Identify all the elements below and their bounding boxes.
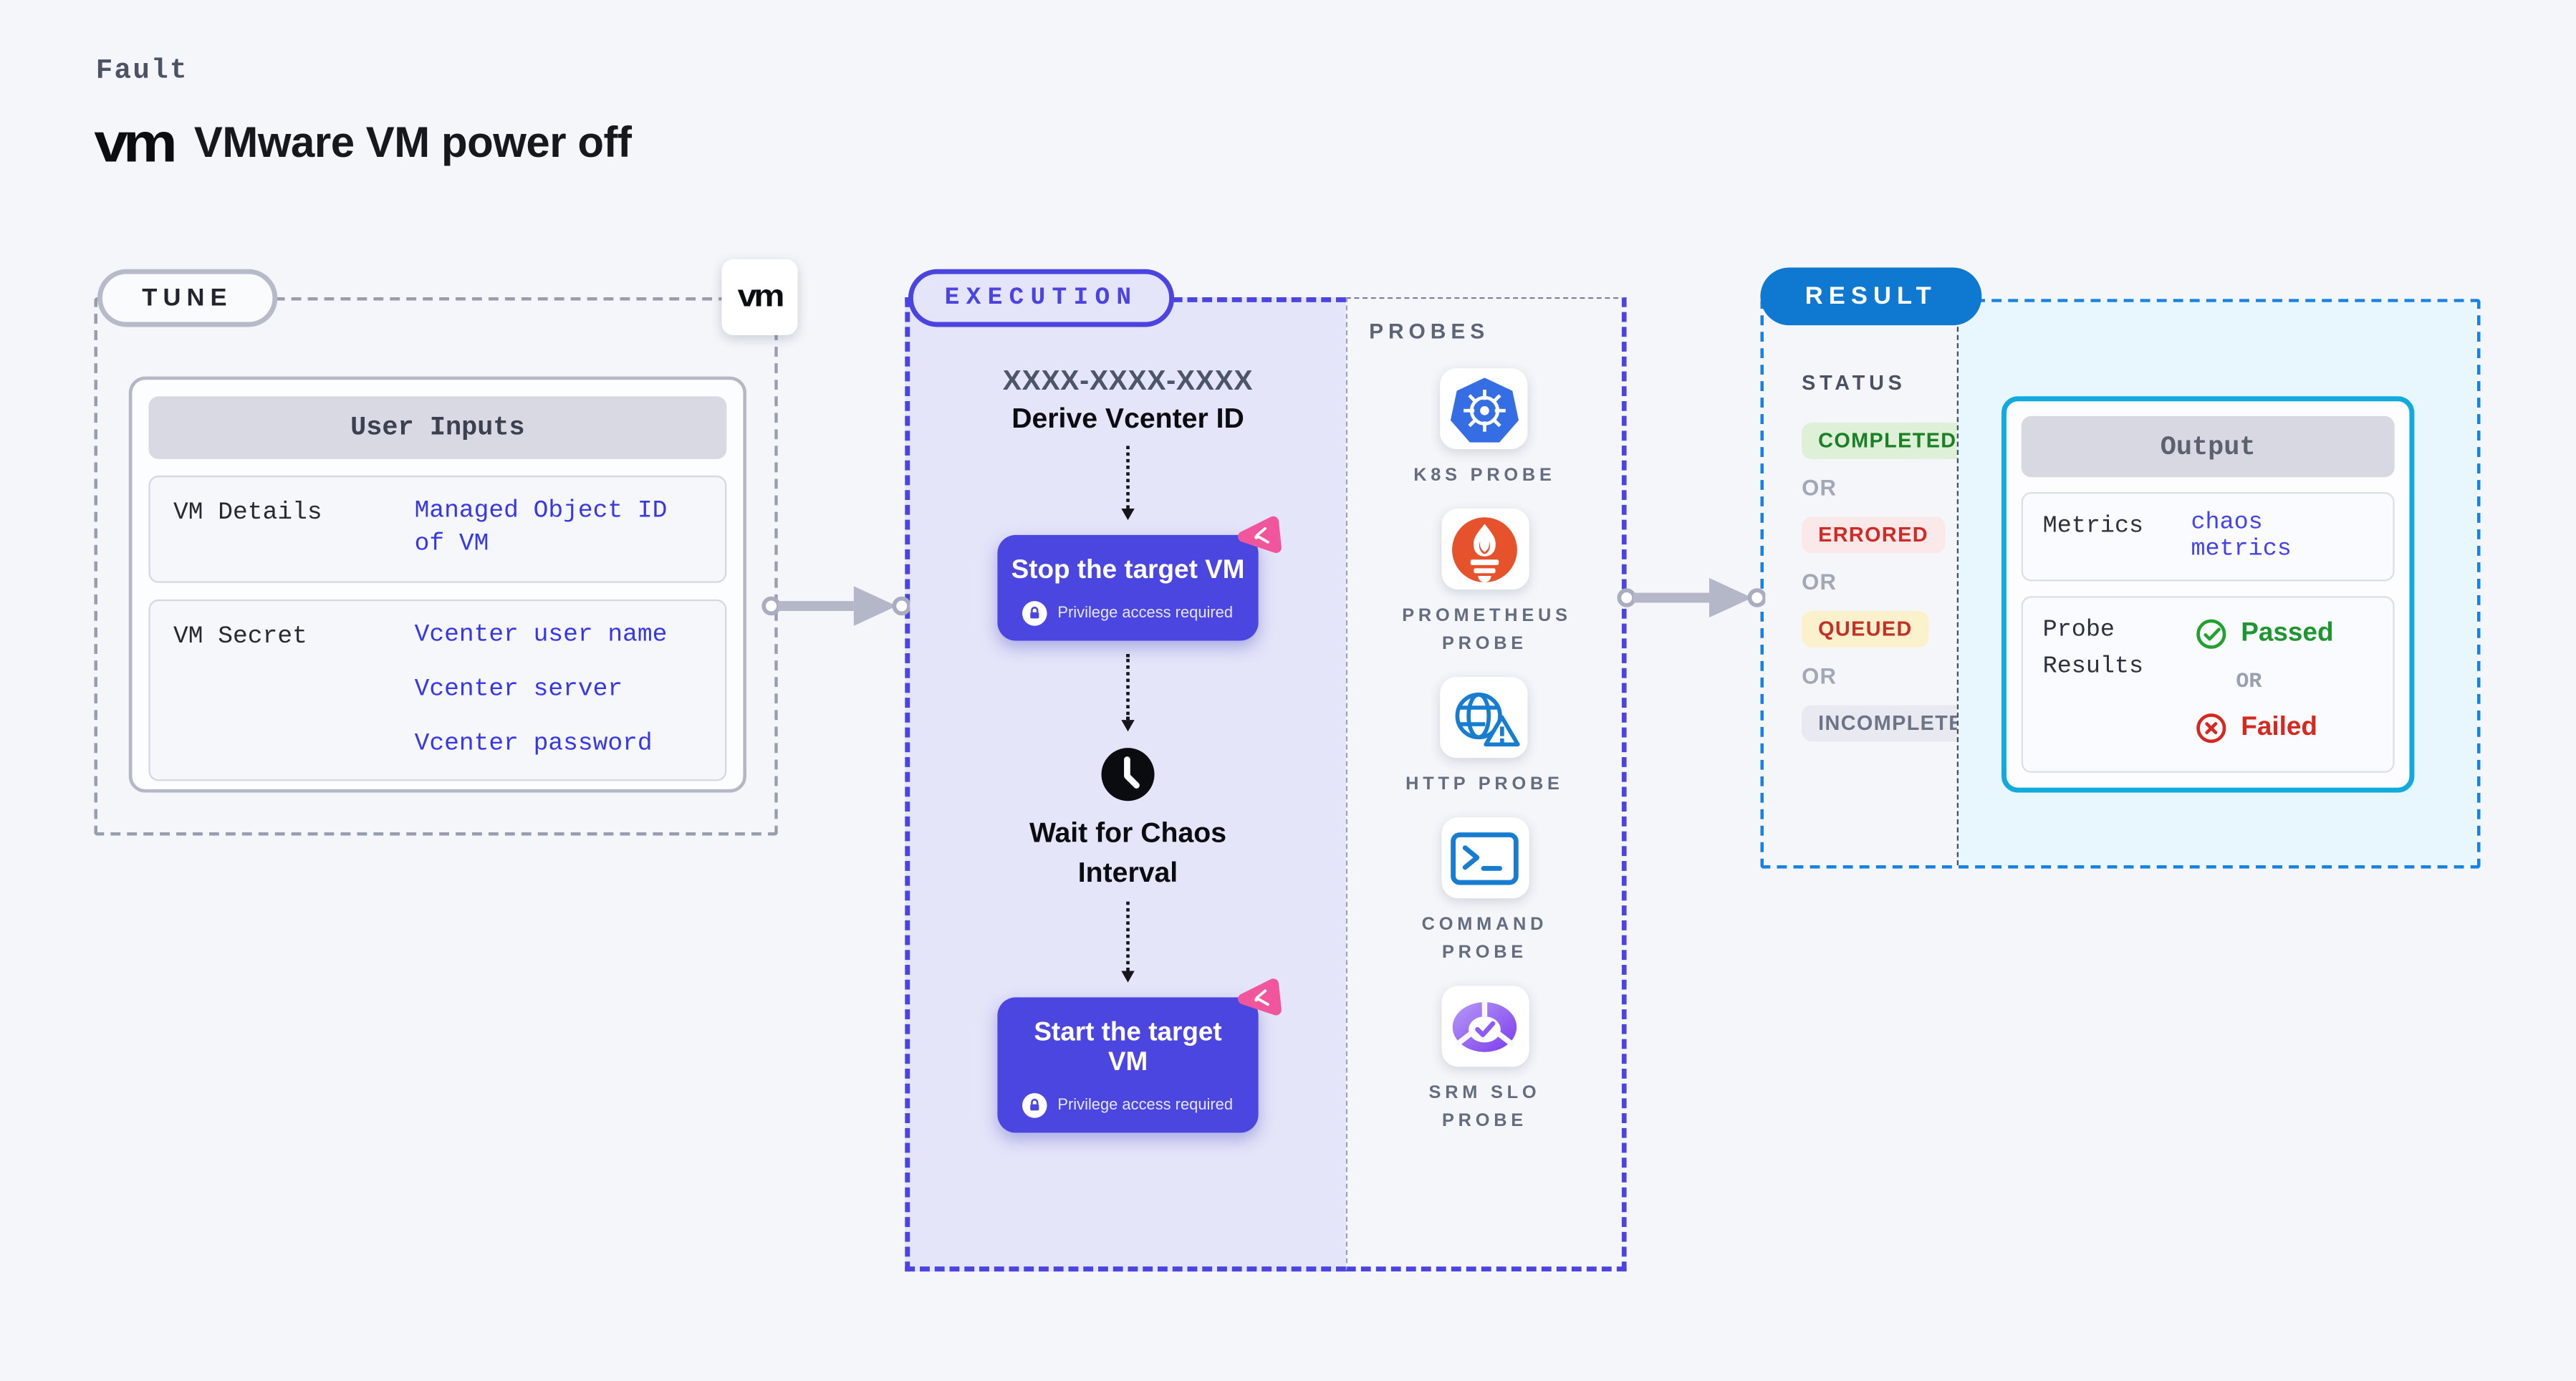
probe-item: HTTP PROBE [1405, 677, 1564, 799]
probe-item: K8S PROBE [1413, 368, 1555, 491]
probes-panel: PROBES K8S PROBE [1345, 297, 1627, 1272]
tune-to-execution-arrow [761, 586, 910, 626]
prometheus-icon [1452, 516, 1517, 582]
lock-icon [1022, 1092, 1048, 1117]
tune-pill: TUNE [97, 269, 277, 327]
or-label: OR [1802, 475, 1837, 501]
x-circle-icon [2196, 713, 2226, 744]
result-pill: RESULT [1760, 267, 1982, 326]
probe-card [1441, 677, 1529, 759]
flow-connector [1121, 653, 1135, 738]
derive-id-code: XXXX-XXXX-XXXX [1002, 365, 1254, 397]
table-row-vm-details: VM Details Managed Object ID of VM [148, 475, 727, 582]
probe-list: K8S PROBE PROMETHEUS PROBE [1402, 368, 1567, 1137]
arrow-down-icon [1121, 970, 1135, 988]
vmware-logo-small: vm [737, 279, 785, 314]
probe-results-values: Passed OR Failed [2195, 615, 2334, 755]
arrow-down-icon [1121, 720, 1135, 738]
metrics-row: Metrics chaos metrics [2021, 491, 2395, 582]
execution-pill: EXECUTION [908, 269, 1175, 327]
derive-id-label: Derive Vcenter ID [1011, 403, 1244, 435]
start-target-vm-node: Start the target VM Privilege access req… [997, 978, 1282, 1132]
row-value: Vcenter server [414, 675, 623, 703]
row-value: Managed Object ID of VM [414, 496, 668, 559]
status-badge-completed: COMPLETED [1802, 423, 1974, 459]
probe-item: COMMAND PROBE [1402, 817, 1567, 968]
probe-label: SRM SLO PROBE [1428, 1083, 1541, 1132]
vmware-logo-card: vm [721, 259, 798, 335]
passed-label: Passed [2241, 619, 2334, 648]
user-inputs-header: User Inputs [148, 396, 727, 459]
or-label: OR [1802, 663, 1837, 689]
status-header: STATUS [1802, 371, 1906, 395]
execution-flow-panel: XXXX-XXXX-XXXX Derive Vcenter ID Stop th… [905, 297, 1346, 1272]
probe-item: SRM SLO PROBE [1402, 986, 1567, 1137]
row-values: Managed Object ID of VM [415, 496, 702, 562]
status-column: STATUS COMPLETED OR ERRORED OR QUEUED OR… [1764, 302, 1996, 865]
privilege-badge: Privilege access required [1011, 601, 1245, 626]
failed-label: Failed [2241, 713, 2317, 742]
privilege-badge-label: Privilege access required [1057, 1095, 1234, 1115]
probe-results-row: Probe Results Passed OR [2021, 596, 2395, 773]
clock-icon [1101, 748, 1155, 802]
terminal-icon [1451, 832, 1519, 885]
probe-card [1441, 368, 1529, 450]
result-section-box: STATUS COMPLETED OR ERRORED OR QUEUED OR… [1760, 299, 2481, 869]
tune-section-box [94, 297, 778, 836]
arrow-down-icon [1121, 509, 1135, 526]
failed-item: Failed [2195, 712, 2334, 745]
privilege-badge-label: Privilege access required [1057, 604, 1234, 623]
probe-label: K8S PROBE [1413, 466, 1556, 486]
output-card: Output Metrics chaos metrics Probe Resul… [2001, 396, 2415, 793]
output-header: Output [2021, 415, 2395, 478]
passed-item: Passed [2195, 617, 2334, 650]
probe-item: PROMETHEUS PROBE [1402, 509, 1567, 659]
or-label: OR [1802, 569, 1837, 595]
flow-connector [1121, 900, 1135, 988]
result-output-area: Output Metrics chaos metrics Probe Resul… [1956, 302, 2477, 865]
probes-header: PROBES [1369, 318, 1490, 344]
probe-card [1441, 817, 1529, 899]
wait-chaos-interval-label: Wait for Chaos Interval [1029, 817, 1227, 888]
execution-to-result-arrow [1617, 577, 1766, 618]
litmus-chaos-icon [1238, 978, 1282, 1015]
row-label: VM Details [173, 499, 322, 527]
vmware-logo: vm [94, 112, 177, 173]
metrics-value: chaos metrics [2191, 510, 2292, 564]
row-label: VM Secret [173, 621, 307, 650]
probe-card [1441, 509, 1529, 590]
page-header: vm VMware VM power off [94, 112, 632, 173]
status-badge-queued: QUEUED [1802, 610, 1929, 648]
stop-target-vm-node: Stop the target VM Privilege access requ… [997, 516, 1282, 641]
lock-icon [1022, 601, 1048, 626]
table-row-vm-secret: VM Secret Vcenter user name Vcenter serv… [148, 598, 727, 781]
flow-connector [1121, 446, 1135, 526]
metrics-label: Metrics [2042, 513, 2144, 540]
status-badge-errored: ERRORED [1802, 516, 1945, 554]
slo-donut-icon [1452, 999, 1517, 1052]
user-inputs-card: User Inputs VM Details Managed Object ID… [128, 376, 746, 793]
fault-kicker: Fault [95, 56, 188, 88]
probe-label: COMMAND PROBE [1421, 915, 1548, 963]
or-label: OR [2236, 668, 2262, 694]
page-title: VMware VM power off [193, 117, 632, 167]
probe-label: HTTP PROBE [1405, 774, 1564, 795]
privilege-badge: Privilege access required [1011, 1092, 1245, 1117]
check-circle-icon [2196, 619, 2226, 649]
litmus-chaos-icon [1238, 516, 1282, 554]
globe-alert-icon [1455, 692, 1520, 746]
probe-label: PROMETHEUS PROBE [1402, 606, 1572, 655]
probe-results-label: Probe Results [2042, 617, 2144, 680]
row-value: Vcenter password [414, 729, 653, 759]
row-values: Vcenter user name Vcenter server Vcenter… [415, 618, 702, 761]
start-vm-label: Start the target VM [1034, 1018, 1222, 1077]
execution-section-box: XXXX-XXXX-XXXX Derive Vcenter ID Stop th… [905, 297, 1627, 1272]
row-value: Vcenter user name [414, 620, 668, 648]
probe-card [1441, 986, 1529, 1067]
stop-vm-label: Stop the target VM [1011, 556, 1245, 585]
kubernetes-icon [1450, 377, 1519, 442]
